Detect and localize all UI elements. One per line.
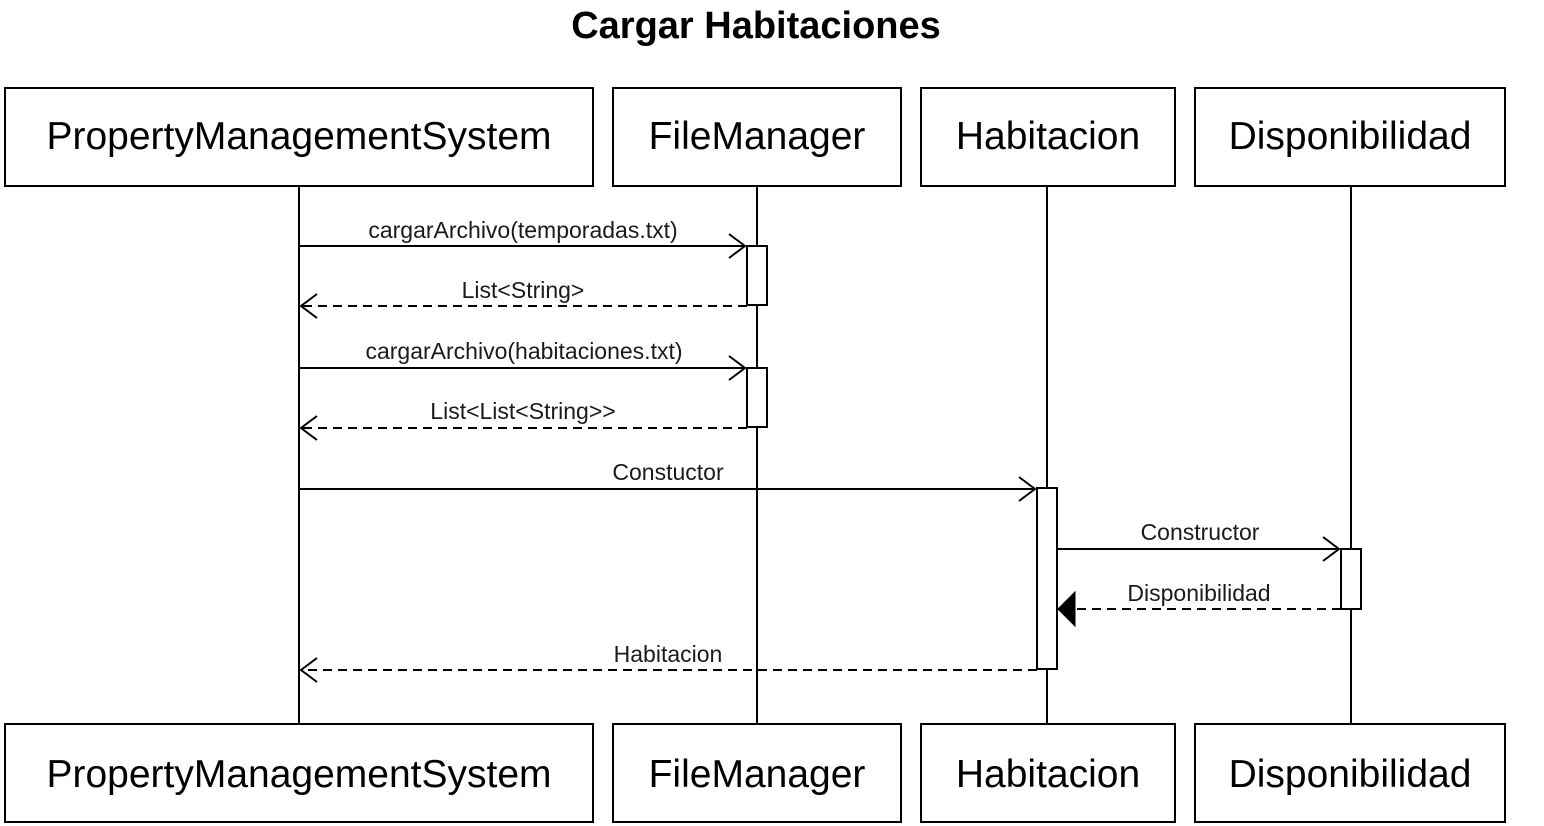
- message-label: Habitacion: [614, 641, 723, 667]
- message-label: cargarArchivo(temporadas.txt): [368, 217, 677, 243]
- participant-top-hab: Habitacion: [920, 87, 1176, 187]
- participant-top-pms: PropertyManagementSystem: [4, 87, 594, 187]
- activation-fm-2: [746, 367, 768, 428]
- activation-disp: [1340, 548, 1362, 610]
- open-arrowhead-icon: [1322, 536, 1341, 562]
- participant-bottom-disp: Disponibilidad: [1194, 723, 1506, 823]
- open-arrowhead-icon: [299, 657, 318, 683]
- participant-label: Disponibilidad: [1229, 115, 1472, 158]
- participant-label: PropertyManagementSystem: [46, 753, 551, 796]
- message-label: Constructor: [1141, 519, 1260, 545]
- open-arrowhead-icon: [299, 415, 318, 441]
- message-label: List<String>: [462, 277, 585, 303]
- message-cargar-temporadas: cargarArchivo(temporadas.txt): [299, 217, 747, 259]
- open-arrowhead-icon: [1018, 476, 1037, 502]
- message-return-disponibilidad: Disponibilidad: [1057, 580, 1341, 628]
- participant-top-disp: Disponibilidad: [1194, 87, 1506, 187]
- message-constructor-habitacion: Constuctor: [299, 459, 1037, 502]
- filled-arrowhead-icon: [1057, 590, 1076, 628]
- participant-label: PropertyManagementSystem: [46, 115, 551, 158]
- open-arrowhead-icon: [299, 293, 318, 319]
- participant-bottom-pms: PropertyManagementSystem: [4, 723, 594, 823]
- message-label: List<List<String>>: [430, 398, 615, 424]
- participant-label: FileManager: [649, 115, 866, 158]
- message-return-list-string: List<String>: [299, 277, 747, 319]
- participant-label: FileManager: [649, 753, 866, 796]
- participant-top-fm: FileManager: [612, 87, 902, 187]
- participant-label: Habitacion: [956, 753, 1140, 796]
- activation-fm-1: [746, 245, 768, 306]
- participant-bottom-fm: FileManager: [612, 723, 902, 823]
- message-label: Constuctor: [612, 459, 724, 485]
- open-arrowhead-icon: [728, 355, 747, 381]
- message-return-habitacion: Habitacion: [299, 641, 1037, 683]
- message-label: Disponibilidad: [1127, 580, 1270, 606]
- message-constructor-disponibilidad: Constructor: [1057, 519, 1341, 562]
- message-cargar-habitaciones: cargarArchivo(habitaciones.txt): [299, 338, 747, 381]
- participant-label: Habitacion: [956, 115, 1140, 158]
- message-return-list-list-string: List<List<String>>: [299, 398, 747, 441]
- open-arrowhead-icon: [728, 233, 747, 259]
- message-label: cargarArchivo(habitaciones.txt): [365, 338, 682, 364]
- participant-bottom-hab: Habitacion: [920, 723, 1176, 823]
- participant-label: Disponibilidad: [1229, 753, 1472, 796]
- activation-hab: [1036, 487, 1058, 670]
- diagram-title: Cargar Habitaciones: [571, 5, 941, 47]
